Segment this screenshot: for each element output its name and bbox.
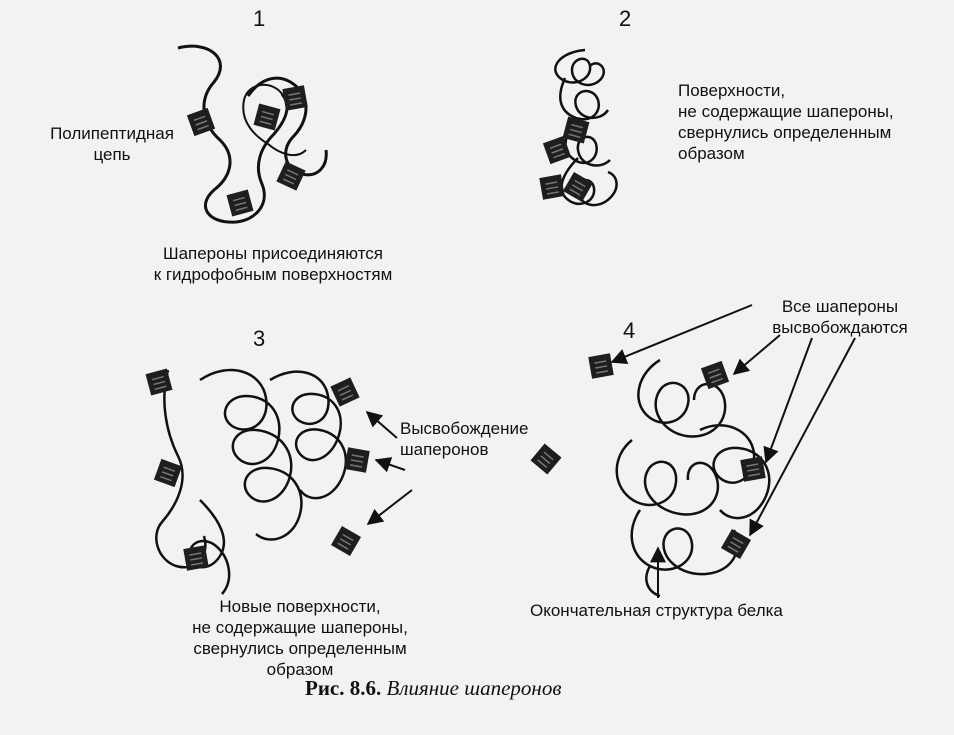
label-new-surfaces-line3: свернулись определенным образом <box>165 638 435 680</box>
label-release: Высвобождение шаперонов <box>400 418 560 460</box>
figure-caption: Рис. 8.6. Влияние шаперонов <box>305 676 561 701</box>
label-polypeptide: Полипептидная цепь <box>32 123 192 165</box>
arrow-all-released-3 <box>766 338 812 462</box>
label-chaperones-attach-line1: Шапероны присоединяются <box>138 243 408 264</box>
panel-number-4: 4 <box>623 318 635 344</box>
arrow-all-released-2 <box>734 335 780 374</box>
panel-number-1: 1 <box>253 6 265 32</box>
label-surfaces-folded: Поверхности, не содержащие шапероны, све… <box>678 80 938 164</box>
panel-number-2: 2 <box>619 6 631 32</box>
arrow-all-released-4 <box>750 338 855 535</box>
label-final-structure: Окончательная структура белка <box>530 600 830 621</box>
label-chaperones-attach-line2: к гидрофобным поверхностям <box>138 264 408 285</box>
label-polypeptide-line1: Полипептидная <box>32 123 192 144</box>
arrow-release-down <box>368 490 412 524</box>
arrow-release-mid <box>376 460 405 470</box>
arrow-release-up <box>367 412 397 438</box>
label-all-released: Все шапероны высвобождаются <box>752 296 928 338</box>
label-polypeptide-line2: цепь <box>32 144 192 165</box>
label-all-released-line1: Все шапероны <box>752 296 928 317</box>
label-new-surfaces: Новые поверхности, не содержащие шаперон… <box>165 596 435 680</box>
label-surfaces-folded-line4: образом <box>678 143 938 164</box>
label-all-released-line2: высвобождаются <box>752 317 928 338</box>
panel-1-chain <box>178 46 326 222</box>
panel-4-chaperones <box>531 353 766 559</box>
panel-number-3: 3 <box>253 326 265 352</box>
caption-prefix: Рис. 8.6. <box>305 676 381 700</box>
label-new-surfaces-line2: не содержащие шапероны, <box>165 617 435 638</box>
label-surfaces-folded-line2: не содержащие шапероны, <box>678 101 938 122</box>
panel-3-chain <box>156 370 346 594</box>
label-surfaces-folded-line3: свернулись определенным <box>678 122 938 143</box>
label-release-line1: Высвобождение <box>400 418 560 439</box>
label-release-line2: шаперонов <box>400 439 560 460</box>
caption-title: Влияние шаперонов <box>387 676 562 700</box>
label-surfaces-folded-line1: Поверхности, <box>678 80 938 101</box>
label-chaperones-attach: Шапероны присоединяются к гидрофобным по… <box>138 243 408 285</box>
label-new-surfaces-line1: Новые поверхности, <box>165 596 435 617</box>
panel-2-chaperones <box>539 117 593 202</box>
